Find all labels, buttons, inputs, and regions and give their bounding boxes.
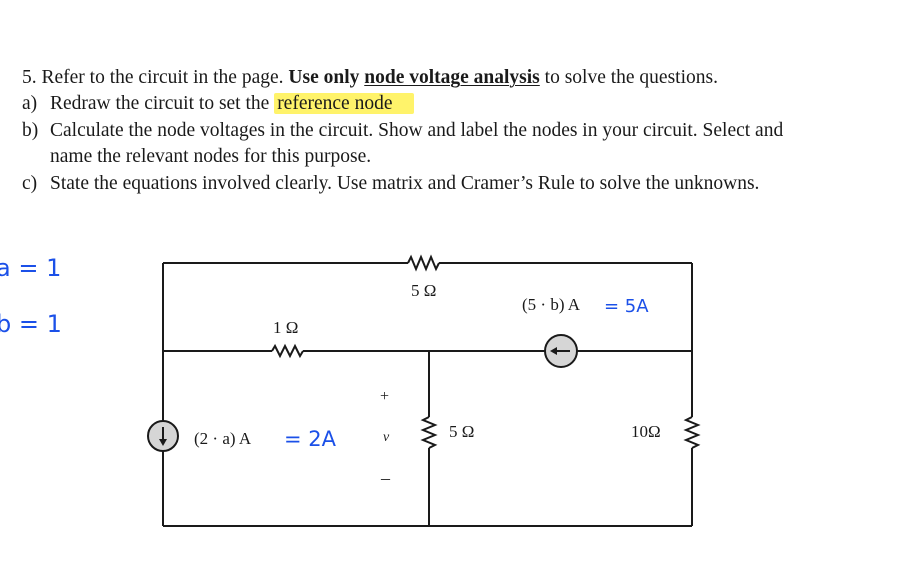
handwritten-left-value: = 2A (284, 427, 337, 451)
question-a: a) Redraw the circuit to set the referenc… (22, 93, 415, 115)
intro-suffix: to solve the questions. (539, 67, 718, 88)
handwritten-b: b = 1 (0, 310, 62, 338)
current-source-left (147, 420, 179, 452)
label-v-minus: – (380, 468, 391, 488)
label-r-top: 5 Ω (411, 281, 436, 300)
intro-prefix: 5. Refer to the circuit in the page. (22, 67, 289, 88)
question-b-text-2: name the relevant nodes for this purpose… (50, 146, 372, 167)
question-c: c) State the equations involved clearly. … (22, 173, 759, 195)
intro-bold-2: node voltage analysis (364, 67, 540, 88)
label-r-right: 10Ω (631, 422, 661, 441)
label-source-top: (5 · b) A (522, 295, 581, 314)
question-b-text-1: Calculate the node voltages in the circu… (50, 120, 784, 141)
handwritten-a: a = 1 (0, 254, 61, 282)
question-b-line1: b) Calculate the node voltages in the cir… (22, 120, 783, 142)
label-r-mid: 5 Ω (449, 422, 474, 441)
label-v: v (383, 430, 390, 445)
question-a-label: a) (22, 93, 38, 114)
label-source-left: (2 · a) A (194, 429, 252, 448)
label-r-left: 1 Ω (273, 318, 298, 337)
question-c-text: State the equations involved clearly. Us… (50, 173, 760, 194)
handwritten-top-value: = 5A (604, 296, 649, 317)
question-intro: 5. Refer to the circuit in the page. Use… (22, 67, 718, 89)
question-a-highlight: reference node (274, 93, 415, 114)
circuit-wires (162, 254, 701, 527)
current-source-top (544, 334, 578, 368)
intro-bold-1: Use only (288, 67, 365, 88)
question-b-label: b) (22, 120, 39, 141)
label-v-plus: + (380, 388, 389, 405)
question-c-label: c) (22, 173, 38, 194)
question-b-line2: name the relevant nodes for this purpose… (50, 146, 371, 168)
question-a-text: Redraw the circuit to set the (50, 93, 270, 114)
